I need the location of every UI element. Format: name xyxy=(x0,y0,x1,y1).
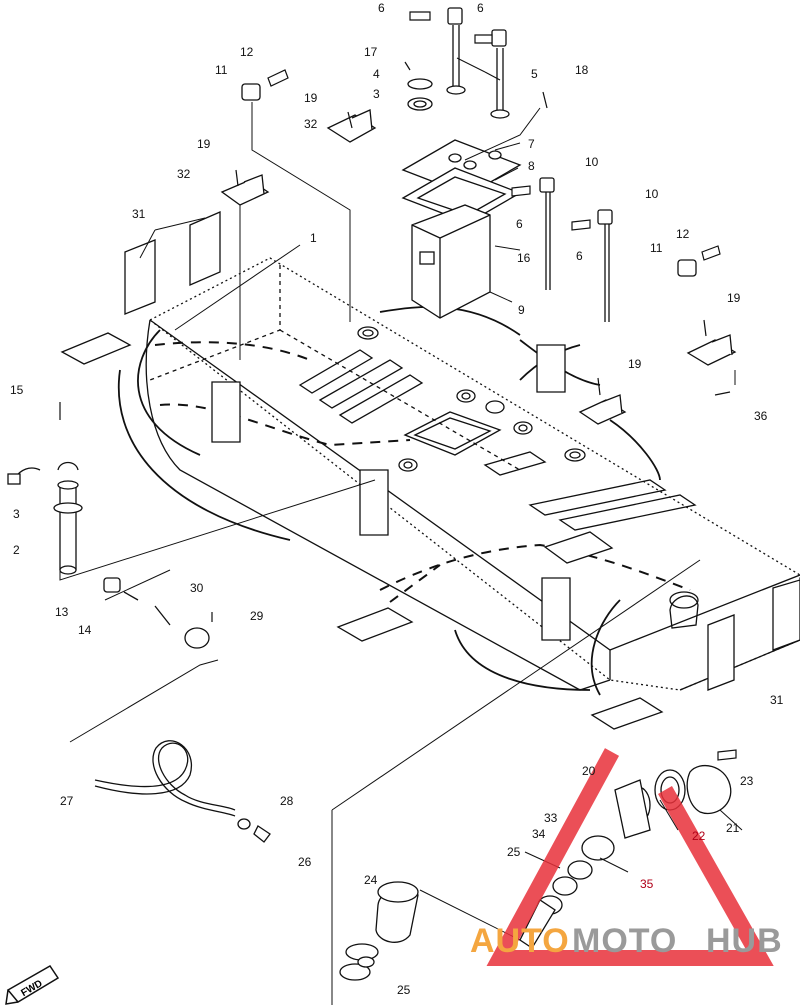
label-4: 4 xyxy=(373,67,380,81)
label-15: 15 xyxy=(10,383,24,397)
label-31-a: 31 xyxy=(132,207,146,221)
label-32-a: 32 xyxy=(304,117,318,131)
pad-31a xyxy=(124,239,156,315)
label-19-c: 19 xyxy=(727,291,741,305)
part-labels: 6 6 12 17 11 4 5 18 19 3 32 19 7 10 8 32… xyxy=(10,1,784,997)
watermark: AUTO MOTO HUB xyxy=(470,748,783,966)
label-16: 16 xyxy=(517,251,531,265)
watermark-triangle-logo xyxy=(486,748,774,966)
label-2: 2 xyxy=(13,543,20,557)
pad-top-left xyxy=(60,332,132,365)
label-23: 23 xyxy=(740,774,754,788)
screws xyxy=(59,11,737,761)
label-32-b: 32 xyxy=(177,167,191,181)
foam-pads xyxy=(60,211,800,730)
label-28: 28 xyxy=(280,794,294,808)
fuel-tank xyxy=(145,257,800,691)
label-25-b: 25 xyxy=(397,983,411,997)
label-19-d: 19 xyxy=(628,357,642,371)
label-34: 34 xyxy=(532,827,546,841)
label-11-right: 11 xyxy=(650,241,663,255)
label-9: 9 xyxy=(518,303,525,317)
label-6-mid-a: 6 xyxy=(516,217,523,231)
pad-31b xyxy=(189,211,221,286)
label-18: 18 xyxy=(575,63,589,77)
label-22: 22 xyxy=(692,829,706,843)
label-12-right: 12 xyxy=(676,227,690,241)
label-1: 1 xyxy=(310,231,317,245)
brackets xyxy=(220,109,737,425)
pad-31d xyxy=(772,579,800,651)
label-13: 13 xyxy=(55,605,69,619)
label-19-a: 19 xyxy=(304,91,318,105)
watermark-text-hub: HUB xyxy=(706,922,783,960)
label-36: 36 xyxy=(754,409,768,423)
label-30: 30 xyxy=(190,581,204,595)
watermark-text-moto: MOTO xyxy=(572,922,677,960)
sender-assembly xyxy=(241,7,697,322)
pad-top-right xyxy=(543,531,614,564)
label-7: 7 xyxy=(528,137,535,151)
label-33: 33 xyxy=(544,811,558,825)
label-5: 5 xyxy=(531,67,538,81)
filter-assembly xyxy=(339,881,419,981)
label-35: 35 xyxy=(640,877,654,891)
label-6-top-a: 6 xyxy=(378,1,385,15)
label-14: 14 xyxy=(78,623,92,637)
leader-lines xyxy=(59,57,743,1005)
pad-31e xyxy=(590,697,664,730)
label-21: 21 xyxy=(726,821,740,835)
pad-side-left xyxy=(211,381,241,443)
label-27: 27 xyxy=(60,794,74,808)
filler-cap-assembly xyxy=(519,764,732,949)
hose xyxy=(94,740,271,843)
label-20: 20 xyxy=(582,764,596,778)
pad-side-mid xyxy=(359,469,389,536)
label-29: 29 xyxy=(250,609,264,623)
label-10-b: 10 xyxy=(645,187,659,201)
fwd-arrow: FWD xyxy=(5,965,60,1005)
label-10-a: 10 xyxy=(585,155,599,169)
label-6-top-b: 6 xyxy=(477,1,484,15)
pad-31c xyxy=(707,614,735,691)
label-31-b: 31 xyxy=(770,693,784,707)
pickup-tube xyxy=(7,461,210,649)
label-19-b: 19 xyxy=(197,137,211,151)
pad-right-upper xyxy=(536,344,566,393)
pad-bottom xyxy=(336,607,414,642)
label-6-mid-b: 6 xyxy=(576,249,583,263)
label-26: 26 xyxy=(298,855,312,869)
watermark-text-auto: AUTO xyxy=(470,922,570,960)
label-11-left: 11 xyxy=(215,63,228,77)
label-17: 17 xyxy=(364,45,378,59)
label-3-left: 3 xyxy=(13,507,20,521)
label-8: 8 xyxy=(528,159,535,173)
pad-side-right xyxy=(541,577,571,641)
assembly-arrows xyxy=(154,341,691,603)
label-24: 24 xyxy=(364,873,378,887)
label-25-a: 25 xyxy=(507,845,521,859)
label-3-top: 3 xyxy=(373,87,380,101)
label-12-left: 12 xyxy=(240,45,254,59)
